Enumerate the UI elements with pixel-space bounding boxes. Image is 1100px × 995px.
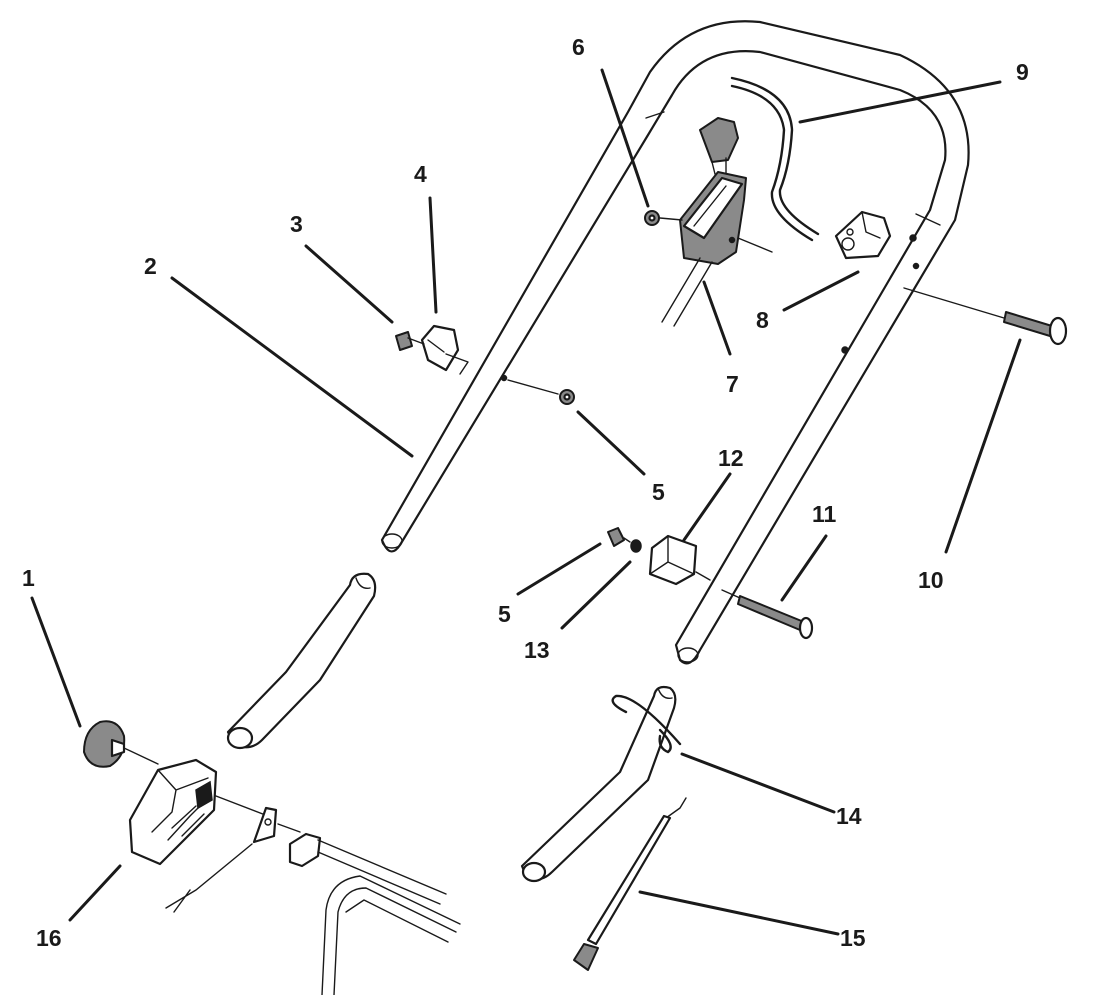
nut-5-upper xyxy=(507,379,575,405)
callout-1: 1 xyxy=(22,565,35,591)
callout-2: 2 xyxy=(144,253,157,279)
lower-handle-left xyxy=(226,572,377,750)
callout-4: 4 xyxy=(414,161,427,187)
bolt-10 xyxy=(903,287,1068,346)
callout-6: 6 xyxy=(572,34,585,60)
callout-15: 15 xyxy=(840,925,866,951)
knob-1 xyxy=(83,720,159,768)
callout-16: 16 xyxy=(36,925,62,951)
callout-8: 8 xyxy=(756,307,769,333)
deck-frame xyxy=(321,875,461,995)
bracket-4 xyxy=(420,324,469,375)
callout-12: 12 xyxy=(718,445,744,471)
callout-10: 10 xyxy=(918,567,944,593)
screw-3 xyxy=(395,331,425,351)
callout-3: 3 xyxy=(290,211,303,237)
bolt-11 xyxy=(721,589,814,640)
rod-15 xyxy=(573,797,687,971)
callout-7: 7 xyxy=(726,371,739,397)
callout-9: 9 xyxy=(1016,59,1029,85)
leader-lines xyxy=(30,68,1022,936)
washer-13 xyxy=(630,539,642,553)
callout-13: 13 xyxy=(524,637,550,663)
shift-lever xyxy=(661,117,773,327)
callout-14: 14 xyxy=(836,803,862,829)
spacer-12 xyxy=(648,534,711,586)
lower-handle-right xyxy=(520,685,677,883)
nut-6 xyxy=(644,210,683,226)
callout-5-upper: 5 xyxy=(652,479,665,505)
callout-labels: 6 9 4 3 2 8 7 5 12 11 10 5 13 1 14 16 15 xyxy=(22,34,1029,951)
handle-bracket-16 xyxy=(128,758,269,866)
clip-14 xyxy=(611,694,682,754)
cable xyxy=(730,76,820,242)
upper-handle xyxy=(380,20,970,665)
callout-5-lower: 5 xyxy=(498,601,511,627)
callout-11: 11 xyxy=(812,501,837,527)
cable-bracket xyxy=(834,210,892,260)
cable-clip xyxy=(165,806,447,913)
nut-5-lower xyxy=(607,527,631,547)
